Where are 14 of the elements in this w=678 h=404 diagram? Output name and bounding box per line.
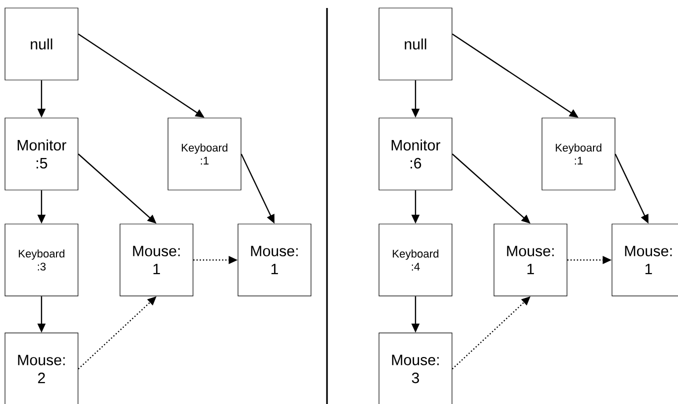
tree-node-box: Mouse: 1 (612, 224, 678, 296)
tree-node-box: Mouse: 1 (238, 224, 312, 296)
tree-node-box: Mouse: 1 (120, 224, 194, 296)
tree-node-box: null (378, 8, 452, 80)
tree-node-box: Keyboard :1 (542, 118, 616, 190)
tree-node-box: Mouse: 3 (378, 332, 452, 404)
tree-node-box: null (4, 8, 78, 80)
tree-node-box: Monitor :6 (378, 118, 452, 190)
tree-node-box: Mouse: 1 (494, 224, 568, 296)
tree-node-box: Keyboard :3 (4, 224, 78, 296)
tree-node-box: Mouse: 2 (4, 332, 78, 404)
tree-node-box: Keyboard :4 (378, 224, 452, 296)
tree-node-box: Monitor :5 (4, 118, 78, 190)
tree-node-box: Keyboard :1 (168, 118, 242, 190)
